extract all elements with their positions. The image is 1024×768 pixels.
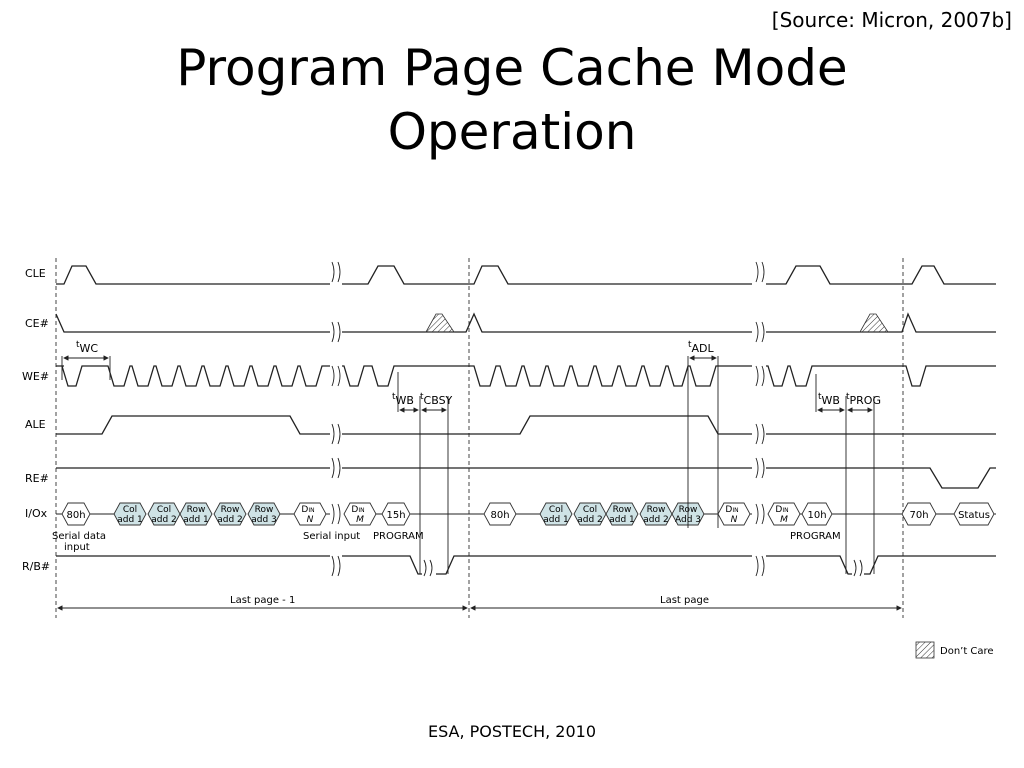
io-second-cell-0: 80h [483,502,517,526]
io-third-cell-text-0: 70h [909,510,928,521]
legend-hatch-swatch [915,641,935,659]
io-first-cell-text-8: 15h [386,510,405,521]
ce-dont-care-2 [859,313,889,333]
ce-waveform [55,312,996,333]
signal-name-we: WE# [22,370,49,383]
break-marks-left [331,261,433,577]
title-line-1: Program Page Cache Mode [176,39,848,97]
source-citation: [Source: Micron, 2007b] [771,8,1012,32]
io-first-cell-text-0: 80h [66,510,85,521]
io-second-cell-text-0: 80h [490,510,509,521]
signal-name-cle: CLE [25,267,46,280]
we-waveform [56,365,996,387]
title-line-2: Operation [387,103,637,161]
annotation-program-2: PROGRAM [790,531,841,542]
signal-name-ale: ALE [25,418,46,431]
timing-label-tcbsy: tCBSY [420,392,453,407]
timing-label-tprog: tPROG [846,392,881,407]
slide-footer: ESA, POSTECH, 2010 [427,722,597,741]
period-label-last-page: Last page [660,595,709,606]
timing-markers [61,355,875,574]
signal-name-rb: R/B# [22,560,50,573]
io-third-cell-1: Status [953,502,995,526]
timing-label-twb-2: tWB [818,392,840,407]
cle-waveform [56,265,996,285]
io-first-cell-0: 80h [61,502,91,526]
annotation-serial-data-line-1: Serial data [52,531,106,542]
signal-name-re: RE# [25,472,49,485]
timing-label-twc: tWC [76,340,98,355]
re-waveform [56,467,996,489]
rb-waveform [56,555,996,575]
io-second-cell-text-8: 10h [807,510,826,521]
ale-waveform [56,415,996,435]
timing-label-twb-1: tWB [392,392,414,407]
legend-dont-care: Don’t Care [940,646,994,657]
io-third-cell-text-1: Status [958,510,990,521]
annotation-serial-input: Serial input [303,531,360,542]
signal-name-io: I/Ox [25,507,48,520]
io-second-cell-8: 10h [801,502,833,526]
period-label-last-page-minus-1: Last page - 1 [230,595,295,606]
timing-diagram: CLE CE# WE# ALE RE# I/Ox R/B# [22,258,996,659]
ce-dont-care-1 [425,313,455,333]
timing-label-tadl: tADL [688,340,715,355]
io-first-cell-8: 15h [381,502,411,526]
slide-title: Program Page Cache Mode Operation [0,36,1024,164]
signal-name-ce: CE# [25,317,49,330]
break-marks-right [755,261,863,577]
annotation-program-1: PROGRAM [373,531,424,542]
annotation-serial-data-line-2: input [64,542,90,553]
io-third-cell-0: 70h [901,502,937,526]
